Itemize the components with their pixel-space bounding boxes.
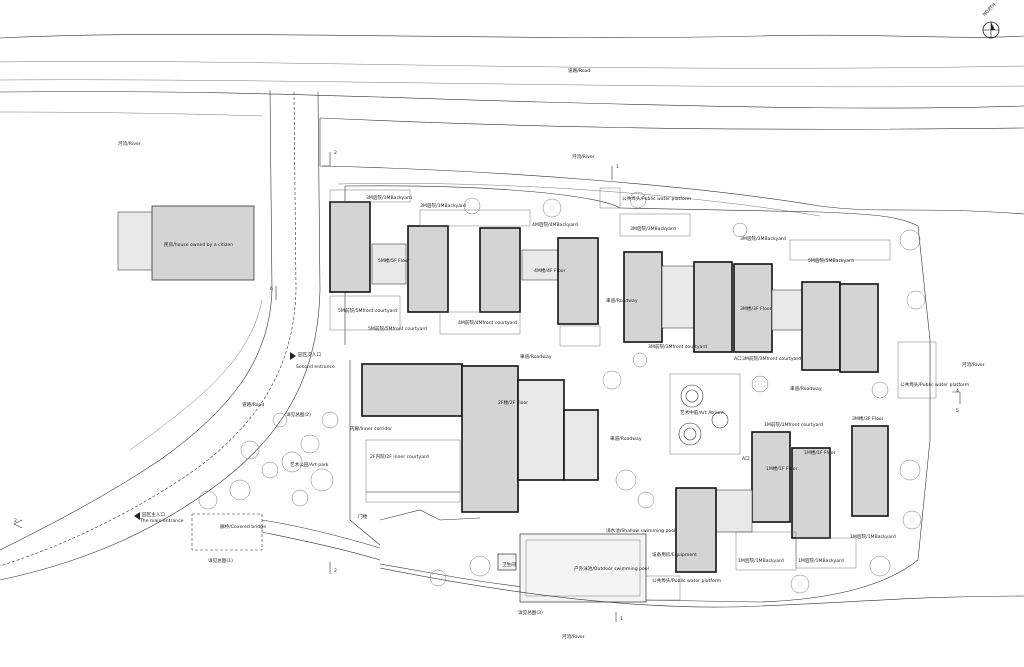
floor-2f: 2F楼/2F Floor xyxy=(498,399,528,406)
backyard-1m-b: 1M后院/1MBackyard xyxy=(798,557,844,564)
front-3m-b: 3M前院/3Mfront courtyard xyxy=(742,355,801,362)
section-1-top: 1 xyxy=(616,164,619,170)
backyard-3m-a: 3M后院/3MBackyard xyxy=(366,194,412,201)
clubhouse xyxy=(361,363,599,513)
lower-villas xyxy=(675,425,889,573)
backyard-1m-c: 1M后院/1MBackyard xyxy=(850,533,896,540)
covered-bridge xyxy=(191,513,381,561)
roadway-label-4: 車道/Roadway xyxy=(790,385,822,392)
villa-6 xyxy=(693,261,733,353)
section-4: 4 xyxy=(956,388,959,394)
villa-2 xyxy=(407,225,449,313)
inner-courtyard: 2F内院/2F inner courtyard xyxy=(370,453,429,460)
villa-4 xyxy=(557,237,599,325)
gate-label: 门楼 xyxy=(358,513,368,520)
section-5: 5 xyxy=(956,408,959,414)
main-entrance-en: The main entrance xyxy=(139,518,184,524)
floor-5f: 5M楼/5F Floor xyxy=(378,257,410,264)
north-arrow-icon: NORTH xyxy=(982,2,1000,39)
left-road xyxy=(0,89,321,581)
outdoor-pool-label: 户外泳池/Outdoor swimming pool xyxy=(574,565,649,572)
river-label-left: 河流/River xyxy=(118,140,141,147)
public-water-platform-top xyxy=(599,187,621,209)
detail-3: 详见总图(3) xyxy=(518,609,543,616)
section-ao-1: A口 xyxy=(734,356,742,362)
top-road-lines xyxy=(0,33,1024,217)
main-entrance: 园区主入口 The main entrance xyxy=(134,511,184,524)
front-4m: 4M前院/4Mfront courtyard xyxy=(458,319,517,326)
floor-1f-b: 1M楼/1F Floor xyxy=(804,449,836,456)
road-label-top: 道路/Road xyxy=(568,67,590,74)
floor-3f: 3M楼/3F Floor xyxy=(740,305,772,312)
floor-4f: 4M楼/4F Floor xyxy=(534,267,566,274)
villa-12 xyxy=(791,447,831,539)
villa-11 xyxy=(751,431,791,523)
swimming-pools xyxy=(497,533,647,603)
citizen-house xyxy=(117,205,255,281)
art-park-label: 艺术公园/Art park xyxy=(290,461,329,468)
villa-10 xyxy=(851,425,889,517)
art-park xyxy=(198,411,339,510)
art-atrium xyxy=(669,373,741,455)
river-label-top: 河流/River xyxy=(572,153,595,160)
villa-5 xyxy=(623,251,663,343)
upper-villas xyxy=(329,189,891,373)
detail-1: 详见总图(1) xyxy=(208,557,233,564)
roadway-label-3: 車道/Roadway xyxy=(610,435,642,442)
river-label-bottom: 河流/River xyxy=(562,633,585,640)
public-water-platform-right xyxy=(897,341,937,399)
roadway-label-1: 車道/Roadway xyxy=(606,297,638,304)
gate-path xyxy=(379,509,481,521)
second-entrance-en: Second entrance xyxy=(296,364,335,370)
section-ao-2: A口 xyxy=(742,456,750,462)
villa-3 xyxy=(479,227,521,313)
floor-3f-b: 3M楼/3F Floor xyxy=(852,415,884,422)
second-entrance-cn: 园区次入口 xyxy=(298,351,321,358)
villa-1 xyxy=(329,201,371,293)
toilet-label: 卫生间 xyxy=(502,561,516,568)
backyard-1m-a: 1M后院/1MBackyard xyxy=(738,557,784,564)
trees xyxy=(429,191,926,594)
north-label: NORTH xyxy=(982,2,998,18)
floor-1f: 1M楼/1F Floor xyxy=(766,465,798,472)
backyard-5m: 5M后院/5MBackyard xyxy=(808,257,854,264)
bottom-river-line xyxy=(379,567,1024,608)
front-3m: 3M前院/3Mfront courtyard xyxy=(648,343,707,350)
section-2-top: 2 xyxy=(334,150,337,156)
villa-9 xyxy=(839,283,879,373)
river-label-right: 河流/River xyxy=(962,361,985,368)
backyard-3m-d: 3M后院/3MBackyard xyxy=(740,235,786,242)
roadway-label-2: 車道/Roadway xyxy=(520,353,552,360)
shallow-pool-label: 浅水池/Shallow swimming pool xyxy=(606,527,675,534)
villa-13 xyxy=(675,487,717,573)
backyard-4m: 4M后院/4MBackyard xyxy=(532,221,578,228)
second-entrance: 园区次入口 Second entrance xyxy=(290,351,335,370)
public-water-bottom-label: 公共埠头/Public water platform xyxy=(652,577,722,584)
main-entrance-cn: 园区主入口 xyxy=(142,511,165,518)
front-1m: 1M前院/1Mfront courtyard xyxy=(764,421,823,428)
section-1-bottom: 1 xyxy=(620,616,623,622)
detail-2: 详见总图(2) xyxy=(286,411,311,418)
section-markers: 2 1 6 4 5 2 2 1 xyxy=(13,150,961,622)
art-atrium-label: 艺术中庭/Art Atrium xyxy=(680,409,724,416)
section-6: 6 xyxy=(270,286,273,292)
villa-8 xyxy=(801,281,841,371)
inner-corridor: 内廊/Inner corridor xyxy=(350,425,392,432)
backyard-3m-b: 3M后院/3MBackyard xyxy=(420,202,466,209)
house-label: 民房/house owned by a citizen xyxy=(164,241,233,248)
equipment-label: 设备用房/Equipment xyxy=(652,551,697,558)
road-label-left: 道路/Road xyxy=(242,401,264,408)
section-2-bottom: 2 xyxy=(334,568,337,574)
front-5m-b: 5M前院/5Mfront courtyard xyxy=(368,325,427,332)
section-2-left: 2 xyxy=(14,518,17,524)
covered-bridge-label: 廊桥/Covered bridge xyxy=(220,523,266,530)
front-5m: 5M前院/5Mfront courtyard xyxy=(338,307,397,314)
public-water-right-label: 公共埠头/Public water platform xyxy=(900,381,970,388)
backyard-3m-c: 3M后院/3MBackyard xyxy=(630,225,676,232)
public-water-top-label: 公共埠头/Public water platform xyxy=(622,195,692,202)
